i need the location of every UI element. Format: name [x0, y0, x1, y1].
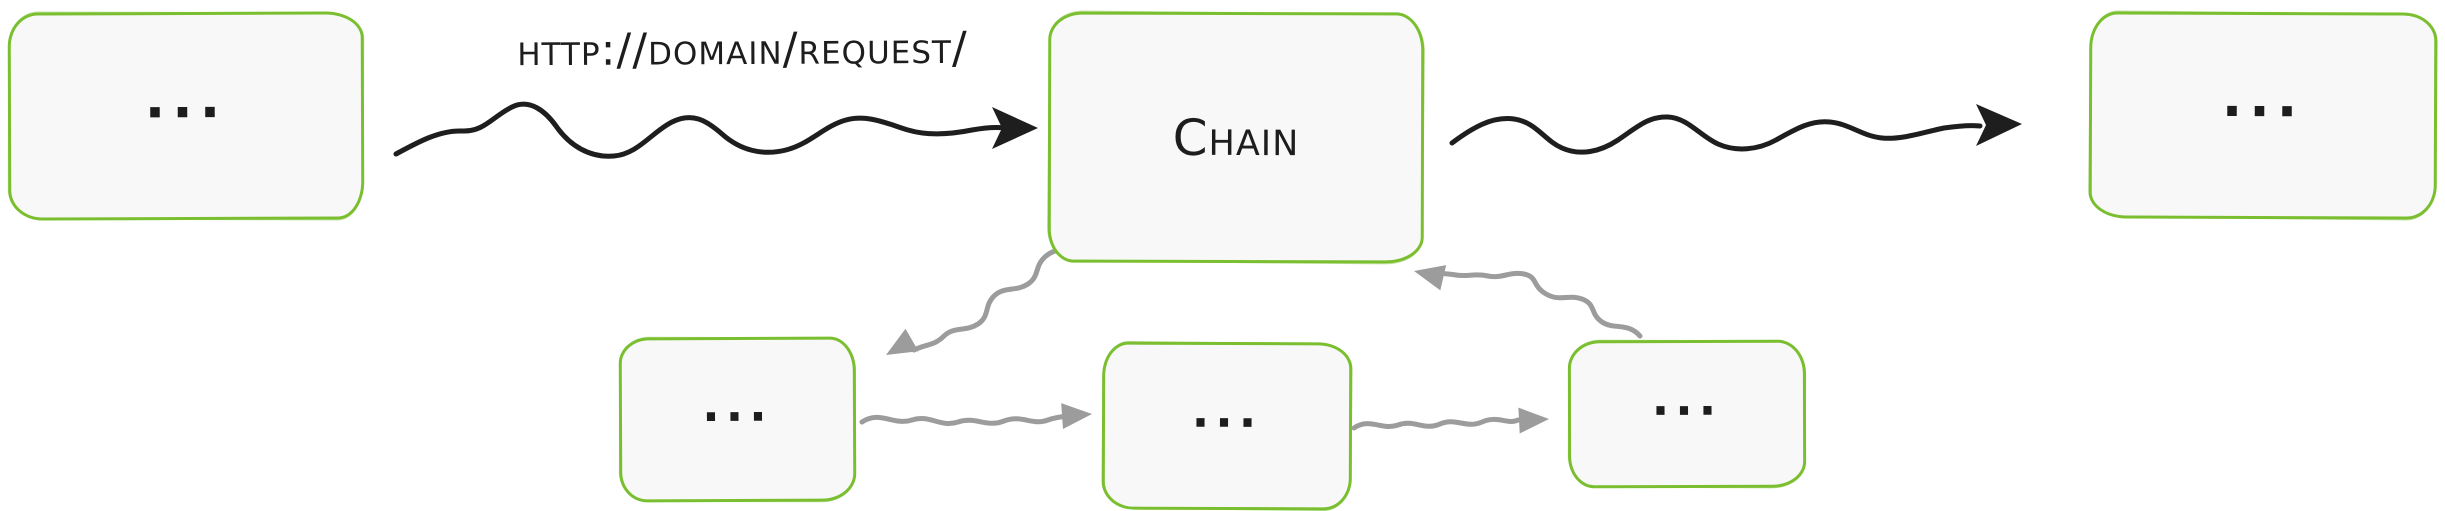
middleware-1-to-middleware-2-arrow [859, 403, 1092, 430]
middleware-3-node-label: ... [1651, 371, 1723, 426]
middleware-1-to-middleware-2-line [859, 413, 1071, 426]
chain-node: Chain [1047, 11, 1425, 264]
middleware-3-node: ... [1567, 339, 1807, 489]
middleware-2-to-middleware-3-line [1351, 416, 1521, 431]
middleware-3-to-chain-arrowhead [1414, 265, 1447, 291]
chain-to-middleware-1-arrowhead [886, 328, 919, 355]
middleware-3-to-chain-line [1437, 270, 1643, 339]
forward-arrowhead [1976, 104, 2022, 146]
forward-arrow [1449, 104, 2022, 155]
chain-node-label: Chain [1172, 108, 1300, 167]
middleware-2-to-middleware-3-arrowhead [1518, 407, 1549, 434]
middleware-1-node-label: ... [702, 377, 773, 432]
request-arrow-line [393, 101, 1009, 159]
left-node: ... [7, 11, 365, 221]
middleware-2-node-label: ... [1191, 383, 1263, 438]
middleware-2-node: ... [1101, 341, 1353, 511]
chain-to-middleware-1-arrow [886, 237, 1087, 355]
right-node: ... [2088, 11, 2438, 220]
request-arrowhead [992, 107, 1038, 149]
middleware-1-node: ... [618, 336, 857, 503]
middleware-2-to-middleware-3-arrow [1351, 407, 1549, 434]
forward-arrow-line [1449, 114, 1983, 155]
request-arrow [393, 101, 1038, 159]
right-node-label: ... [2221, 66, 2305, 130]
left-node-label: ... [144, 66, 228, 130]
middleware-3-to-chain-arrow [1414, 265, 1643, 339]
request-url-label: http://domain/request/ [517, 22, 968, 77]
middleware-1-to-middleware-2-arrowhead [1061, 403, 1092, 430]
